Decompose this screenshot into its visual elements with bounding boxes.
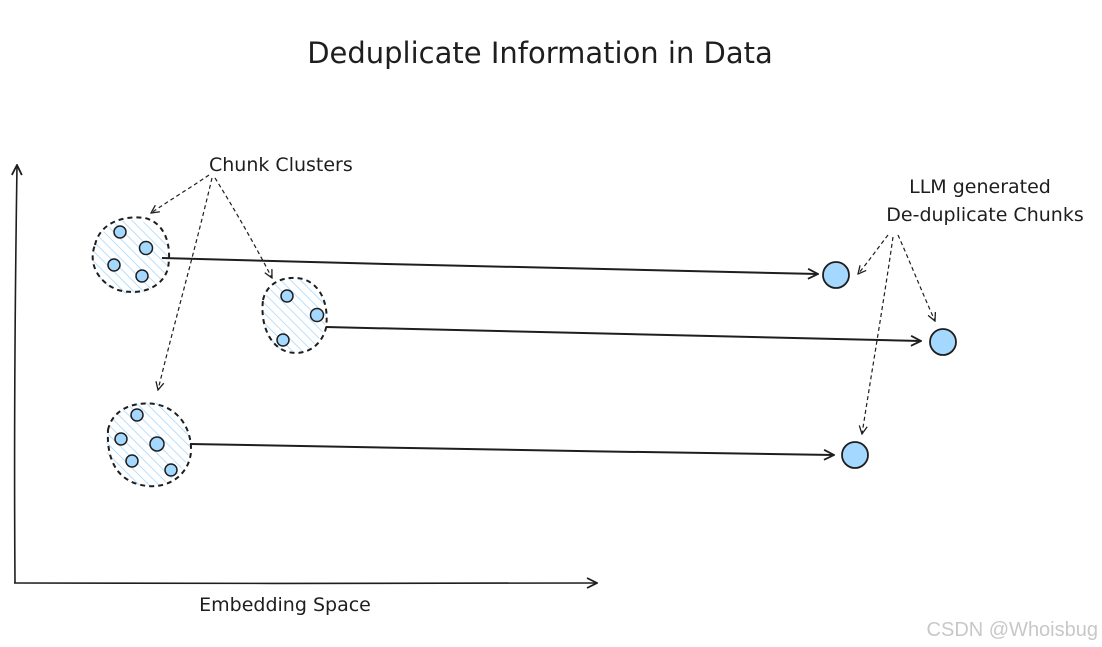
cluster-1-to-dedup-arrow <box>161 257 818 274</box>
cluster-2-hatch <box>262 277 326 353</box>
cluster-1-point <box>107 258 121 272</box>
llm-label-to-dedup-1-arrow <box>858 234 889 274</box>
chunk-label-to-cluster-3-arrow <box>158 177 213 390</box>
cluster-3-point <box>164 463 178 477</box>
dedup-chunk-1 <box>822 261 850 289</box>
cluster-1-outline <box>91 216 171 293</box>
cluster-2-point <box>280 289 294 303</box>
llm-label-line-2: De-duplicate Chunks <box>886 204 1083 226</box>
cluster-1-point <box>113 225 127 239</box>
cluster-2-to-dedup-arrow <box>325 326 921 341</box>
x-axis-label: Embedding Space <box>199 594 371 616</box>
chunk-label-to-cluster-2-arrow <box>214 177 272 278</box>
cluster-3 <box>106 402 193 488</box>
cluster-1-hatch <box>93 220 169 294</box>
cluster-1 <box>91 216 171 294</box>
watermark: CSDN @Whoisbug <box>927 619 1098 641</box>
axes <box>14 165 597 583</box>
cluster-1-point <box>135 269 149 283</box>
cluster-2-point <box>309 307 325 323</box>
cluster-3-point <box>125 454 139 468</box>
llm-label-to-dedup-3-arrow <box>862 236 894 434</box>
cluster-3-outline <box>106 402 193 488</box>
dedup-chunk-2 <box>929 328 957 356</box>
chunk-label-to-cluster-1-arrow <box>151 174 210 213</box>
cluster-3-point <box>130 408 144 422</box>
y-axis-line <box>15 165 17 584</box>
dedup-chunk-3 <box>841 441 869 469</box>
chunk-clusters-label: Chunk Clusters <box>209 154 353 176</box>
llm-label-line-1: LLM generated <box>909 176 1051 198</box>
cluster-2 <box>261 277 328 354</box>
llm-label-to-dedup-2-arrow <box>897 234 935 321</box>
cluster-1-point <box>138 240 154 256</box>
cluster-3-to-dedup-arrow <box>189 443 834 455</box>
cluster-2-point <box>276 333 290 347</box>
cluster-3-point <box>149 436 165 452</box>
cluster-3-point <box>114 432 128 446</box>
diagram-title: Deduplicate Information in Data <box>307 36 773 70</box>
